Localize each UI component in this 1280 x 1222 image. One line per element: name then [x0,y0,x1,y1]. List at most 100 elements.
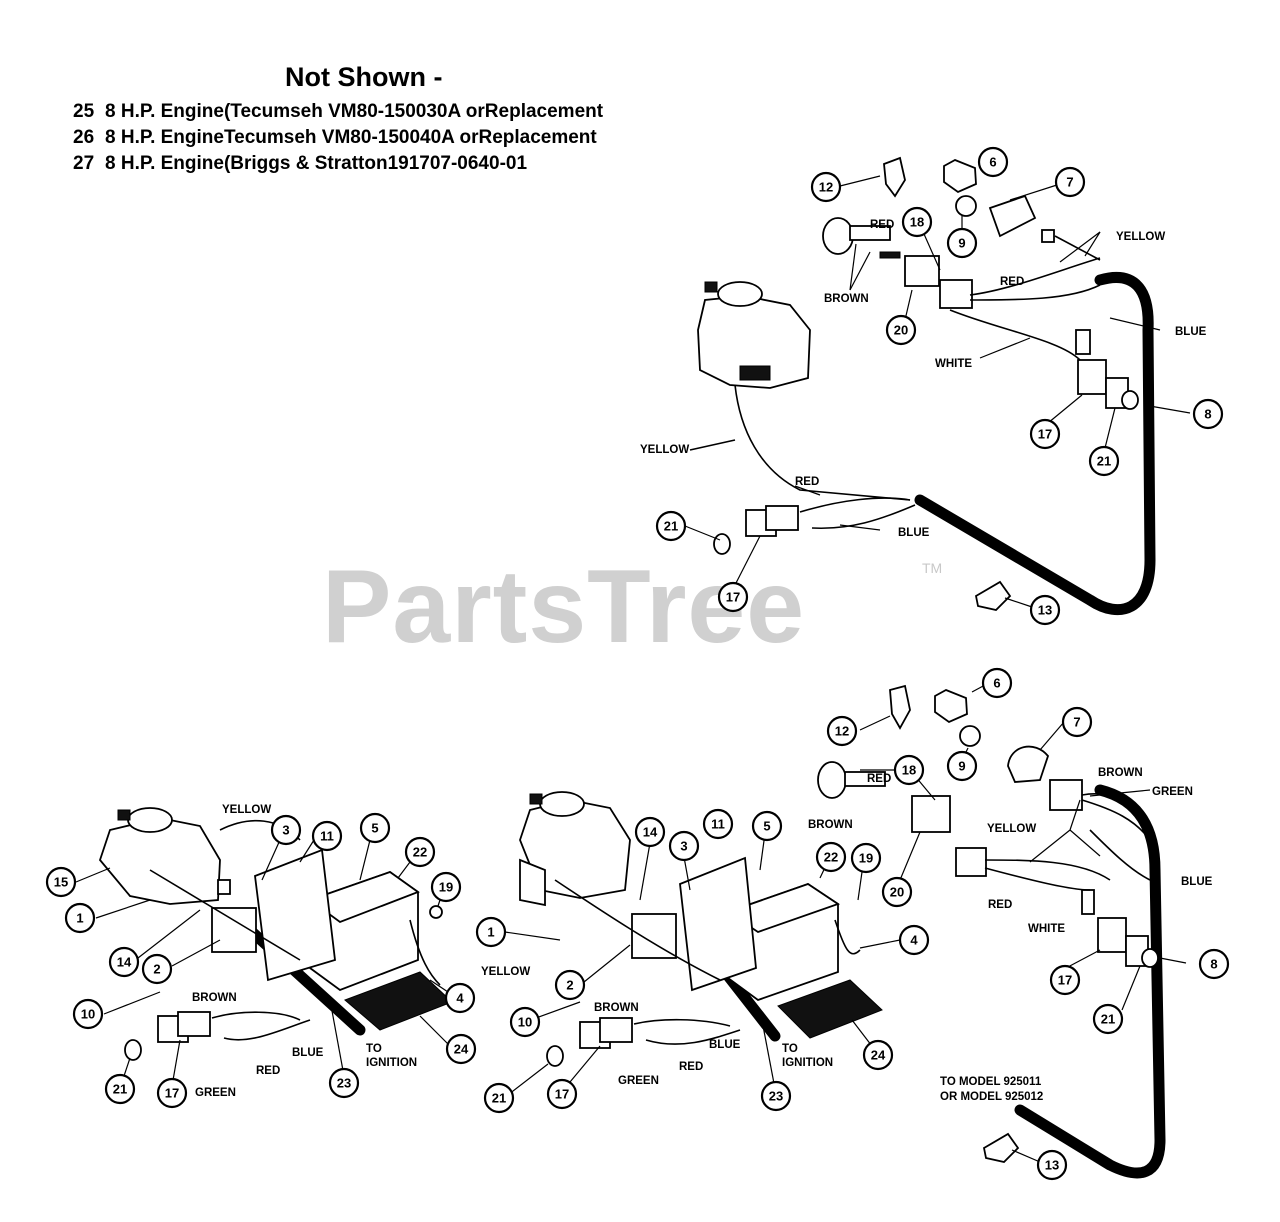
svg-text:23: 23 [769,1089,783,1104]
callout: 4 [444,982,476,1014]
svg-text:10: 10 [518,1015,532,1030]
svg-text:17: 17 [1038,427,1052,442]
wire-label: BROWN [824,293,869,305]
callout: 18 [893,754,925,786]
item-number: 25 [73,101,95,122]
svg-text:3: 3 [680,839,687,854]
callout: 21 [104,1073,136,1105]
svg-text:5: 5 [371,821,378,836]
wire-label: GREEN [195,1087,236,1099]
svg-text:19: 19 [859,851,873,866]
wire-label: RED [1000,276,1024,288]
callout: 20 [881,876,913,908]
wire-label: IGNITION [366,1057,417,1069]
callout: 20 [885,314,917,346]
battery-left [211,848,453,1031]
svg-text:21: 21 [113,1082,127,1097]
callout: 17 [1029,418,1061,450]
callout: 17 [1049,964,1081,996]
svg-text:13: 13 [1038,603,1052,618]
callout: 6 [977,146,1009,178]
svg-text:21: 21 [664,519,678,534]
svg-text:19: 19 [439,880,453,895]
svg-text:21: 21 [1101,1012,1115,1027]
svg-text:9: 9 [958,759,965,774]
wire-label: TO [366,1043,382,1055]
svg-text:23: 23 [337,1076,351,1091]
wire-label: GREEN [1152,786,1193,798]
wire-label: BROWN [808,819,853,831]
callout: 24 [862,1039,894,1071]
callout: 13 [1036,1149,1068,1181]
wire-label: RED [988,899,1012,911]
callout: 15 [45,866,77,898]
callout: 19 [850,842,882,874]
svg-text:10: 10 [81,1007,95,1022]
callout: 8 [1192,398,1224,430]
engine-left [98,807,231,905]
svg-text:1: 1 [76,911,83,926]
callout: 14 [634,816,666,848]
callout: 24 [445,1033,477,1065]
wire-label: TO [782,1043,798,1055]
wire-label: BROWN [1098,767,1143,779]
engine-illustration [697,281,811,389]
svg-text:20: 20 [890,885,904,900]
svg-text:24: 24 [871,1048,886,1063]
callout: 22 [404,836,436,868]
svg-text:24: 24 [454,1042,469,1057]
wire-label: RED [679,1061,703,1073]
wire-label: IGNITION [782,1057,833,1069]
svg-text:14: 14 [117,955,132,970]
svg-text:8: 8 [1204,407,1211,422]
callout: 17 [546,1078,578,1110]
wire-label: RED [870,219,894,231]
svg-text:8: 8 [1210,957,1217,972]
switch-cluster [822,156,1055,309]
callout: 12 [826,715,858,747]
callout: 21 [483,1082,515,1114]
callout: 2 [141,953,173,985]
callout: 5 [359,812,391,844]
wire-label: BLUE [292,1047,324,1059]
callout: 7 [1061,706,1093,738]
callout: 14 [108,946,140,978]
callout: 18 [901,206,933,238]
callout: 13 [1029,594,1061,626]
wire-label: YELLOW [481,966,530,978]
wire-label: TO MODEL 925011 [940,1076,1042,1088]
wire-label: RED [867,773,891,785]
svg-text:6: 6 [989,155,996,170]
wire-label: BLUE [1181,876,1213,888]
svg-text:17: 17 [1058,973,1072,988]
svg-text:18: 18 [902,763,916,778]
callout: 4 [898,924,930,956]
bottom-left-assembly [75,807,455,1087]
switch-cluster-lower [817,684,1159,1163]
callout: 19 [430,871,462,903]
wire-label: RED [795,476,819,488]
svg-text:11: 11 [320,829,334,844]
svg-text:7: 7 [1066,175,1073,190]
svg-text:4: 4 [456,991,464,1006]
svg-text:22: 22 [824,850,838,865]
svg-text:9: 9 [958,236,965,251]
callout: 12 [810,171,842,203]
wire-label: RED [256,1065,280,1077]
svg-text:14: 14 [643,825,658,840]
wire-label: BROWN [594,1002,639,1014]
item-number: 26 [73,127,95,148]
item-text: 8 H.P. Engine(Tecumseh VM80-150030A orRe… [105,101,604,122]
item-text: 8 H.P. Engine(Briggs & Stratton191707-06… [105,153,528,174]
wire-label: YELLOW [1116,231,1165,243]
svg-text:22: 22 [413,845,427,860]
callout: 1 [64,902,96,934]
item-number: 27 [73,153,95,174]
wire-label: BLUE [709,1039,741,1051]
callout: 21 [1088,445,1120,477]
svg-text:21: 21 [492,1091,506,1106]
svg-text:21: 21 [1097,454,1111,469]
